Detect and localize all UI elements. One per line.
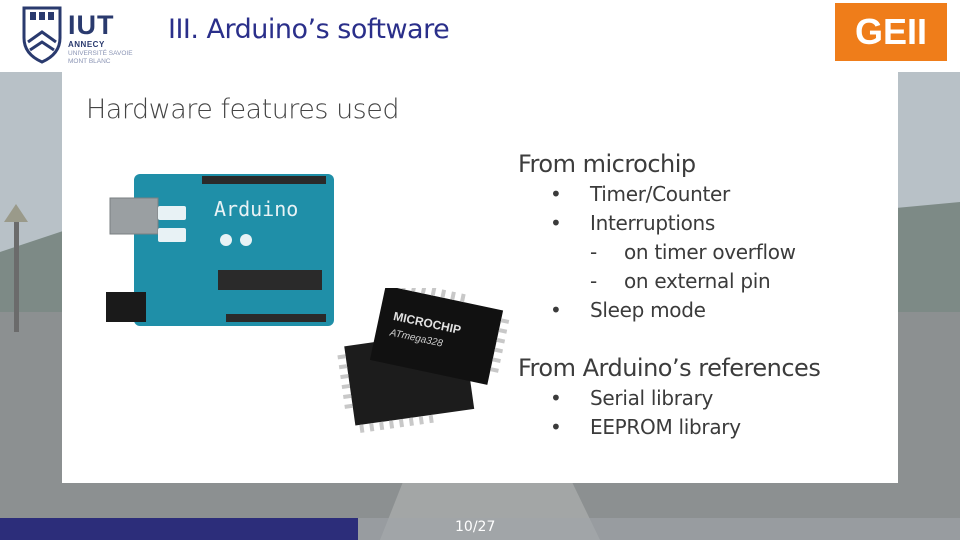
arduino-board-image: Arduino (106, 174, 334, 326)
section-title-arduino-references: From Arduino’s references (518, 354, 821, 382)
microchip-feature-list: •Timer/Counter •Interruptions -on timer … (550, 180, 796, 325)
section-title-microchip: From microchip (518, 150, 696, 178)
geii-badge: GEII (835, 3, 947, 61)
list-subitem: -on external pin (590, 269, 771, 293)
footer-bar (0, 518, 358, 540)
iut-logo: IUT ANNECY UNIVERSITÉ SAVOIE MONT BLANC (20, 4, 150, 65)
list-item: •Interruptions (550, 211, 716, 235)
board-label: Arduino (214, 197, 298, 221)
content-panel: Hardware features used Arduino (62, 72, 898, 483)
list-subitem: -on timer overflow (590, 240, 796, 264)
slide-header: IUT ANNECY UNIVERSITÉ SAVOIE MONT BLANC … (0, 0, 960, 72)
arduino-reference-list: •Serial library •EEPROM library (550, 384, 741, 442)
logo-university: UNIVERSITÉ SAVOIE MONT BLANC (68, 50, 133, 65)
footer-bar-right (358, 518, 960, 540)
list-item: •Sleep mode (550, 298, 706, 322)
microchip-image: MICROCHIP ATmega328 (337, 288, 510, 433)
logo-wordmark: IUT (68, 10, 115, 40)
list-item: •Serial library (550, 386, 714, 410)
logo-subtitle: ANNECY (68, 40, 105, 49)
slide-title: III. Arduino’s software (168, 14, 450, 45)
list-item: •Timer/Counter (550, 182, 730, 206)
page-number: 10/27 (455, 519, 496, 535)
panel-heading: Hardware features used (86, 94, 400, 125)
list-item: •EEPROM library (550, 415, 741, 439)
shield-icon (22, 6, 62, 64)
